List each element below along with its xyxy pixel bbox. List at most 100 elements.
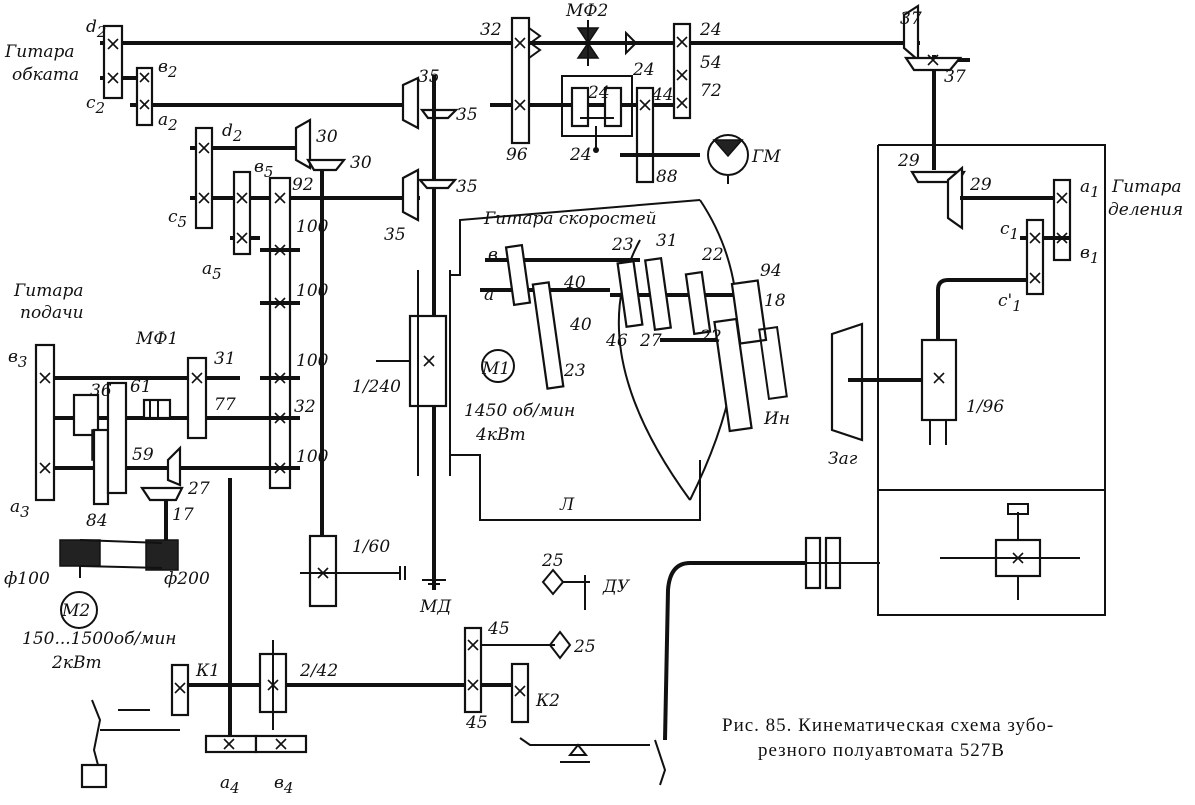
label-gitara-podachi-1: Гитара bbox=[13, 281, 83, 301]
teeth-37b: 37 bbox=[944, 67, 966, 87]
gitara-obkata-gears bbox=[102, 24, 154, 127]
teeth-29b: 29 bbox=[969, 175, 992, 195]
teeth-23b: 23 bbox=[611, 235, 634, 255]
label-gitara-deleniya-2: деления bbox=[1108, 200, 1183, 220]
teeth-35c: 35 bbox=[456, 177, 478, 197]
teeth-30a: 30 bbox=[316, 127, 338, 147]
teeth-labels: 32 96 24 54 72 24 24 44 24 88 37 37 35 3… bbox=[86, 9, 992, 733]
teeth-22a: 22 bbox=[701, 245, 724, 265]
teeth-24d: 24 bbox=[569, 145, 592, 165]
teeth-24c: 24 bbox=[587, 83, 610, 103]
teeth-59: 59 bbox=[132, 445, 154, 465]
gitara-skorostey bbox=[480, 199, 788, 501]
label-speed-m2: 150...1500об/мин bbox=[22, 629, 177, 649]
label-ratio-1-60: 1/60 bbox=[352, 537, 390, 557]
label-ratio-2-42: 2/42 bbox=[299, 661, 338, 681]
label-gitara-skorostey: Гитара скоростей bbox=[483, 209, 657, 229]
label-a1: a1 bbox=[1080, 177, 1100, 201]
teeth-23a: 23 bbox=[563, 361, 586, 381]
figure-caption: Рис. 85. Кинематическая схема зубо- резн… bbox=[722, 715, 1054, 761]
label-pulley2: ф200 bbox=[164, 569, 210, 589]
label-b3: в3 bbox=[8, 347, 27, 371]
label-l: Л bbox=[559, 495, 575, 515]
teeth-35d: 35 bbox=[384, 225, 406, 245]
teeth-35b: 35 bbox=[456, 105, 478, 125]
label-gb-a: a bbox=[484, 285, 494, 305]
label-du: ДУ bbox=[602, 577, 631, 597]
label-b2: в2 bbox=[158, 57, 177, 81]
label-mf2: МФ2 bbox=[565, 1, 608, 21]
teeth-24b: 24 bbox=[632, 60, 655, 80]
teeth-94: 94 bbox=[760, 261, 782, 281]
teeth-27b: 27 bbox=[639, 331, 662, 351]
teeth-72: 72 bbox=[700, 81, 722, 101]
teeth-35a: 35 bbox=[418, 67, 440, 87]
label-b4: в4 bbox=[274, 773, 293, 797]
teeth-84: 84 bbox=[86, 511, 108, 531]
teeth-54: 54 bbox=[700, 53, 722, 73]
label-ratio-1-96: 1/96 bbox=[966, 397, 1004, 417]
teeth-27: 27 bbox=[187, 479, 210, 499]
caption-line-2: резного полуавтомата 527В bbox=[758, 740, 1005, 761]
label-gm: ГМ bbox=[751, 147, 781, 167]
teeth-24a: 24 bbox=[699, 20, 722, 40]
label-gitara-deleniya-1: Гитара bbox=[1111, 177, 1181, 197]
bevel-37 bbox=[902, 3, 963, 72]
gitara-5-gears bbox=[194, 126, 252, 256]
teeth-96: 96 bbox=[506, 145, 528, 165]
label-zag: Заг bbox=[828, 449, 858, 469]
teeth-31: 31 bbox=[214, 349, 236, 369]
label-power-m2: 2кВт bbox=[51, 653, 102, 673]
label-in: Ин bbox=[763, 409, 790, 429]
label-gitara-podachi-2: подачи bbox=[20, 303, 84, 323]
top-center-gears bbox=[510, 16, 749, 184]
teeth-45a: 45 bbox=[487, 619, 510, 639]
teeth-40a: 40 bbox=[563, 273, 586, 293]
label-power-m1: 4кВт bbox=[475, 425, 526, 445]
teeth-92: 92 bbox=[292, 175, 314, 195]
teeth-18: 18 bbox=[764, 291, 786, 311]
label-c1p: c'1 bbox=[998, 291, 1022, 315]
teeth-36: 36 bbox=[90, 381, 112, 401]
label-speed-m1: 1450 об/мин bbox=[464, 401, 575, 421]
worm-1-60 bbox=[300, 534, 446, 608]
label-d2-top: d2 bbox=[86, 17, 106, 41]
teeth-30b: 30 bbox=[350, 153, 372, 173]
teeth-29a: 29 bbox=[897, 151, 920, 171]
teeth-88: 88 bbox=[656, 167, 678, 187]
label-a2: a2 bbox=[158, 110, 178, 134]
gitara-podachi-gears bbox=[34, 343, 208, 556]
teeth-46: 46 bbox=[605, 331, 628, 351]
caption-line-1: Рис. 85. Кинематическая схема зубо- bbox=[722, 715, 1054, 736]
worm-1-240 bbox=[376, 199, 701, 521]
teeth-40b: 40 bbox=[569, 315, 592, 335]
teeth-31b: 31 bbox=[656, 231, 678, 251]
label-a3: a3 bbox=[10, 497, 30, 521]
label-m1: М1 bbox=[481, 359, 510, 379]
teeth-32b: 32 bbox=[294, 397, 316, 417]
teeth-45b: 45 bbox=[465, 713, 488, 733]
teeth-17: 17 bbox=[172, 505, 194, 525]
label-mf1: МФ1 bbox=[135, 329, 178, 349]
bottom-mechanics bbox=[80, 478, 880, 789]
teeth-32: 32 bbox=[480, 20, 502, 40]
teeth-100a: 100 bbox=[296, 217, 329, 237]
label-c2: c2 bbox=[86, 93, 105, 117]
label-a4: a4 bbox=[220, 773, 240, 797]
label-gitara-obkata-2: обката bbox=[12, 65, 79, 85]
teeth-100c: 100 bbox=[296, 351, 329, 371]
label-d2-mid: d2 bbox=[222, 121, 242, 145]
label-pulley1: ф100 bbox=[4, 569, 50, 589]
label-b1: в1 bbox=[1080, 243, 1099, 267]
teeth-100d: 100 bbox=[296, 447, 329, 467]
teeth-25b: 25 bbox=[573, 637, 596, 657]
label-md: МД bbox=[419, 597, 452, 617]
teeth-61: 61 bbox=[130, 377, 152, 397]
gitara-deleniya-frame bbox=[877, 144, 1106, 616]
teeth-37a: 37 bbox=[900, 9, 922, 29]
zag-and-divider bbox=[830, 278, 1038, 445]
label-gitara-obkata-1: Гитара bbox=[4, 42, 74, 62]
label-k2: К2 bbox=[535, 691, 560, 711]
label-k1: К1 bbox=[195, 661, 220, 681]
